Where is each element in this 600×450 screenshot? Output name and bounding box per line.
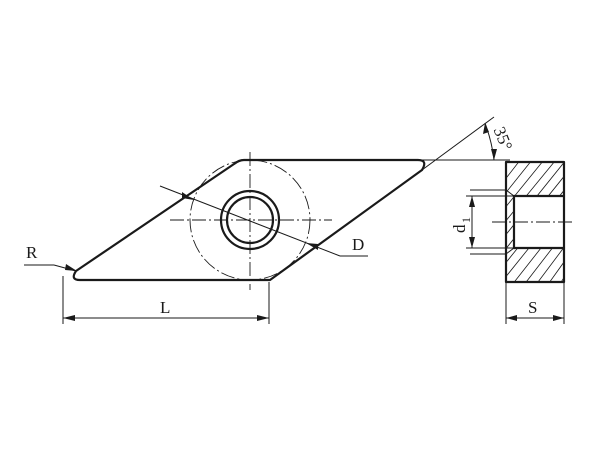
- dimension-d-label: D: [352, 235, 364, 254]
- chamfer-bottom: [505, 247, 515, 255]
- dimension-d1: d 1: [450, 195, 514, 249]
- dimension-l-arrow-right: [257, 315, 269, 321]
- angle-extension-side: [421, 116, 495, 171]
- dimension-r: R: [24, 243, 77, 272]
- dimension-l-label: L: [160, 298, 170, 317]
- insert-side-view: [470, 160, 574, 284]
- chamfer-top: [505, 189, 515, 197]
- dimension-d1-arrow-top: [469, 196, 475, 207]
- insert-front-view: [72, 152, 426, 290]
- dimension-d-arrow-start: [182, 192, 194, 200]
- dimension-s-label: S: [528, 298, 537, 317]
- angle-arrow-bottom: [491, 149, 497, 160]
- dimension-d: D: [159, 185, 368, 257]
- svg-text:d: d: [450, 224, 469, 233]
- dimension-s-arrow-left: [506, 315, 517, 321]
- dimension-d1-arrow-bottom: [469, 237, 475, 248]
- dimension-l-arrow-left: [63, 315, 75, 321]
- angle-label: 35°: [490, 124, 517, 153]
- angle-arrow-top: [483, 123, 489, 134]
- svg-text:1: 1: [459, 217, 473, 223]
- dimension-l: L: [62, 276, 270, 324]
- dimension-d-arrow-end: [306, 243, 318, 250]
- dimension-s-arrow-right: [553, 315, 564, 321]
- dimension-r-label: R: [26, 243, 38, 262]
- dimension-r-arrow: [65, 264, 77, 271]
- dimension-s: S: [505, 282, 565, 324]
- dimension-d1-label: d 1: [450, 217, 473, 233]
- dimension-angle: 35°: [418, 116, 517, 171]
